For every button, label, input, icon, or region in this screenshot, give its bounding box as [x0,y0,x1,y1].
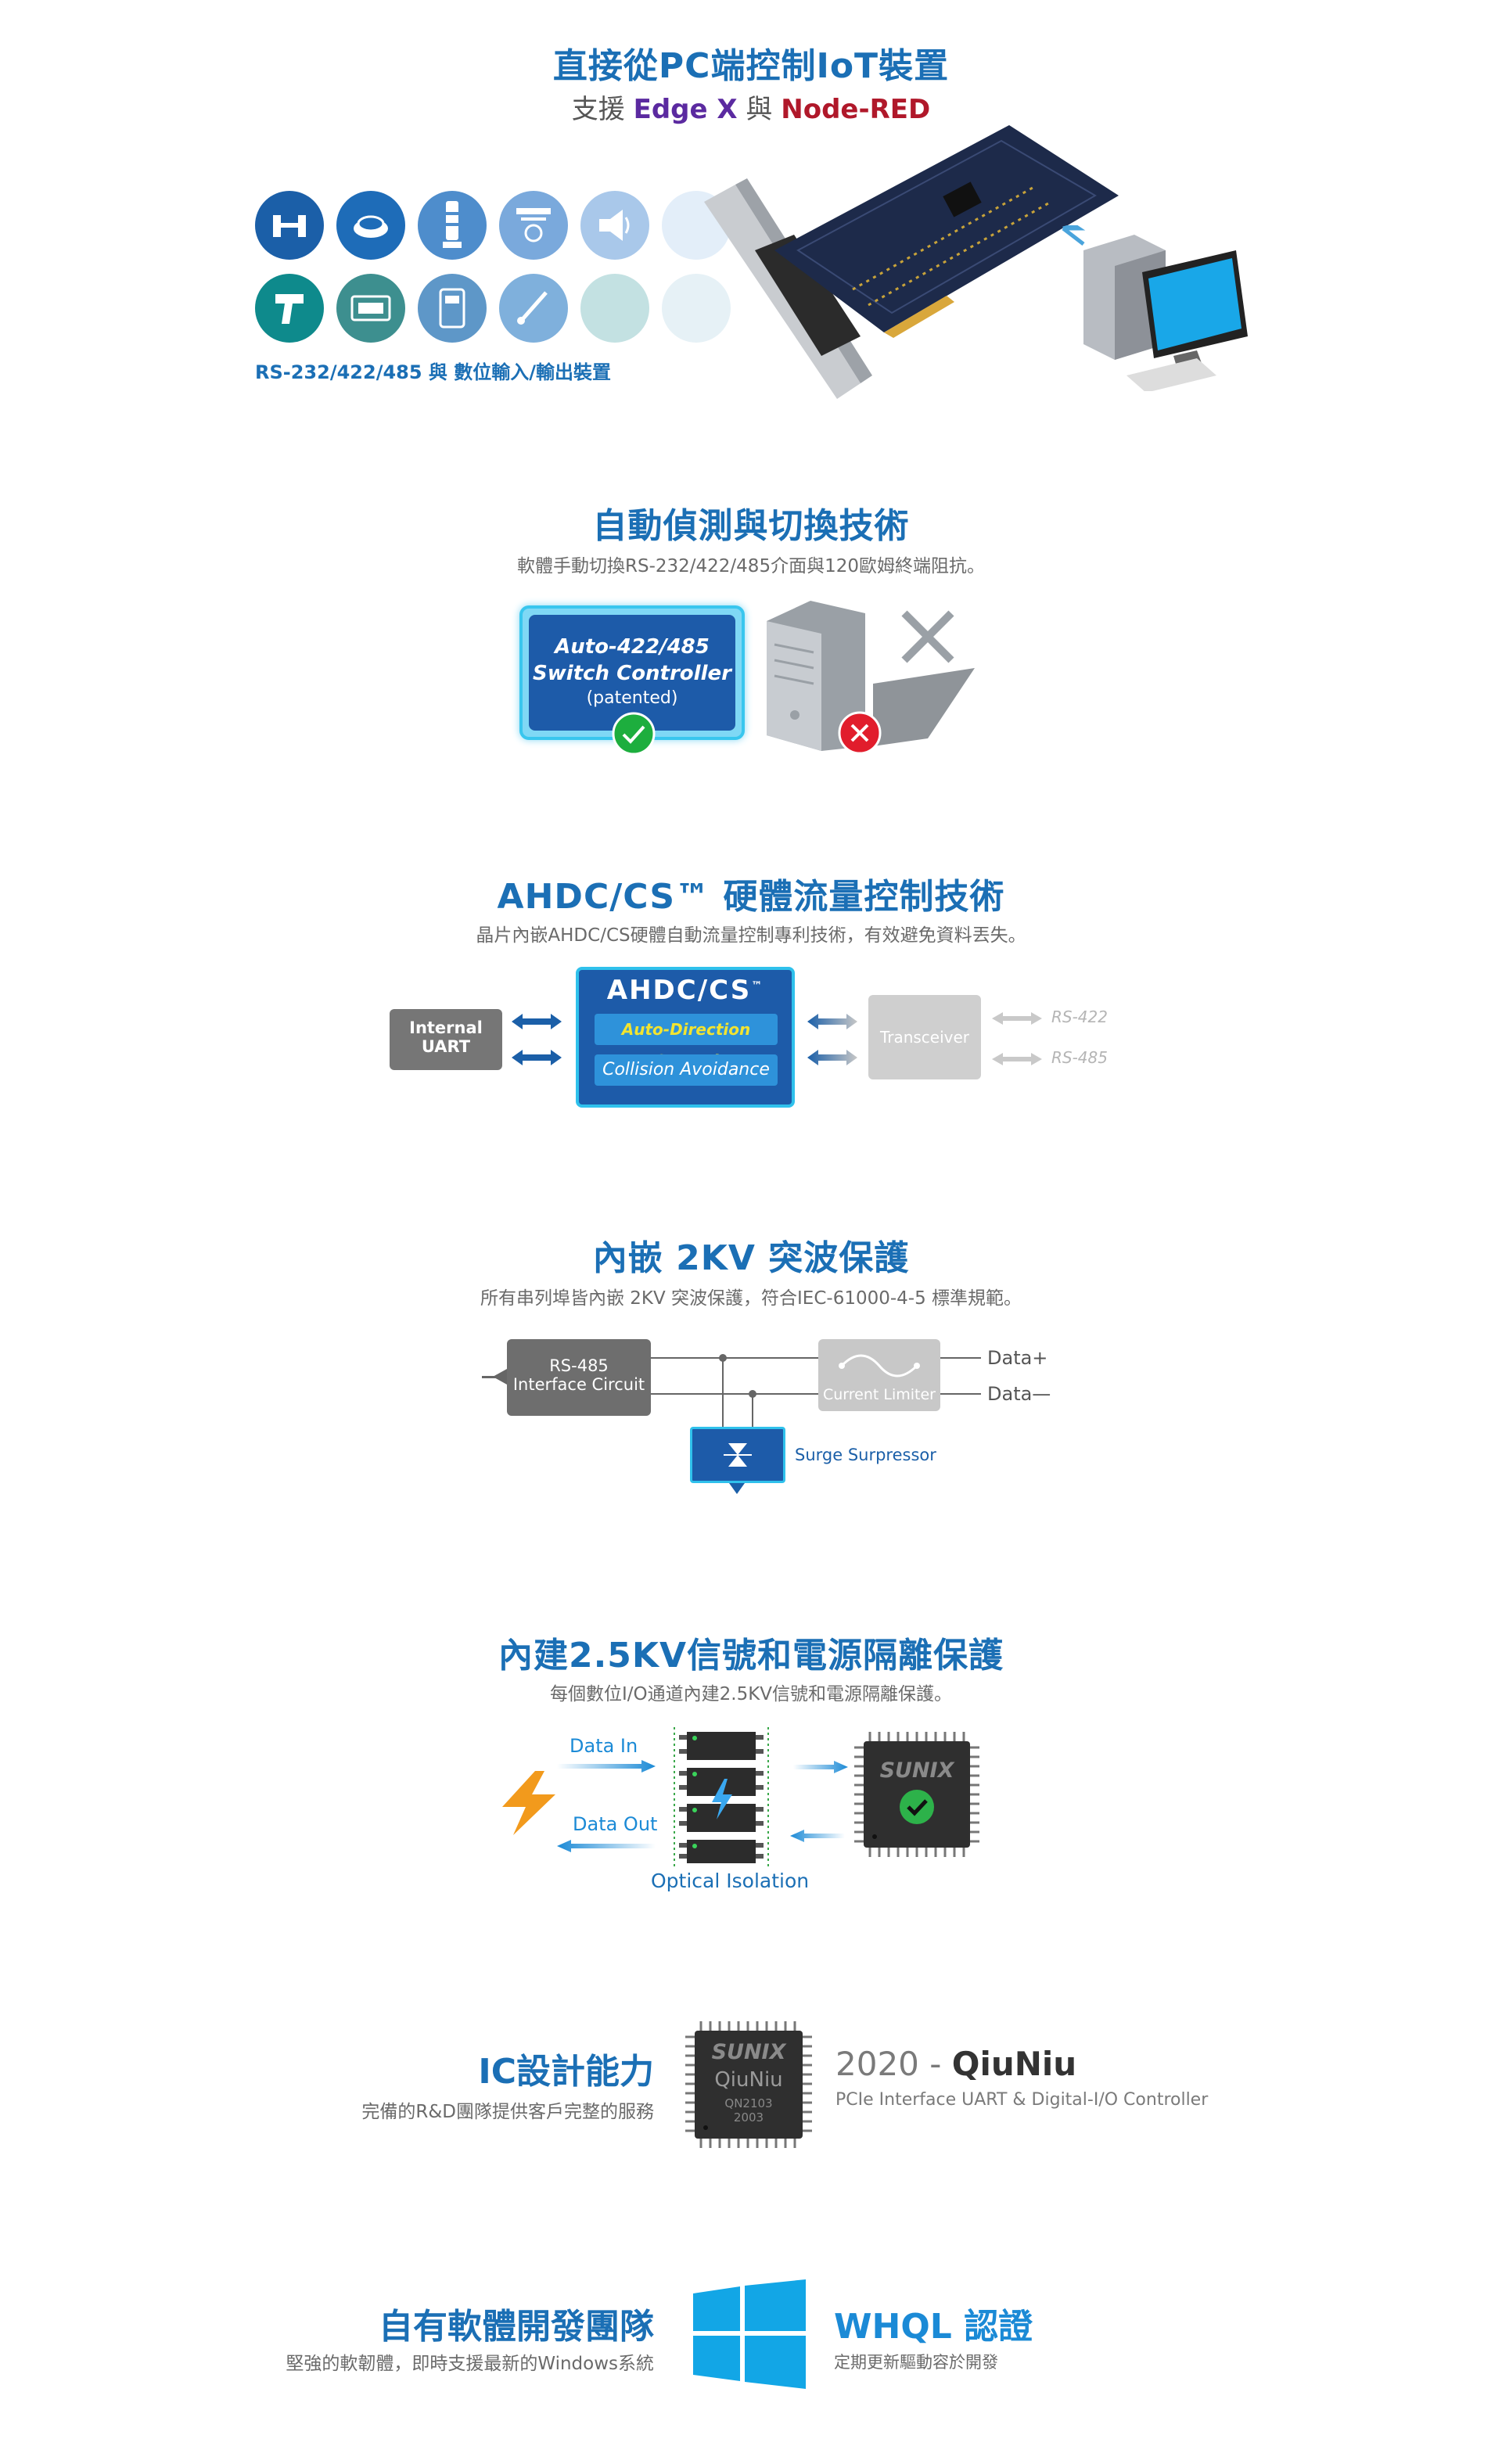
section-title: 直接從PC端控制IoT裝置 [552,46,950,86]
section-subtitle: 完備的R&D團隊提供客戶完整的服務 [361,2102,654,2122]
section-title: 內建2.5KV信號和電源隔離保護 [498,1636,1004,1676]
rs485-interface-box: RS-485 Interface Circuit [507,1339,651,1416]
bidirectional-arrow-icon [512,1014,562,1065]
check-icon [612,712,656,756]
section-subtitle: 每個數位I/O通道內建2.5KV信號和電源隔離保護。 [549,1684,953,1704]
arrow-icon [1062,225,1086,246]
section-subtitle: 晶片內嵌AHDC/CS硬體自動流量控制專利技術，有效避免資料丟失。 [476,925,1026,946]
surge-suppressor-box [690,1427,785,1483]
year-product-heading: 2020 - QiuNiu [835,2045,1077,2083]
power-meter-icon [336,274,405,343]
section-title: 自動偵測與切換技術 [592,506,910,546]
data-in-label: Data In [570,1735,638,1757]
section-title: 內嵌 2KV 突波保護 [592,1238,910,1278]
windows-logo-icon [693,2279,806,2389]
manual-switch-image [767,601,975,751]
section-title: AHDC/CS™ 硬體流量控制技術 [497,877,1005,917]
data-in-arrow [557,1760,656,1773]
auto-direction-control-label: Auto-Direction Control [595,1014,778,1070]
data-plus-label: Data+ [987,1347,1048,1369]
section-subtitle: 所有串列埠皆內嵌 2KV 突波保護，符合IEC-61000-4-5 標準規範。 [480,1288,1022,1309]
arrow-right-icon [793,1761,848,1773]
pos-terminal-icon [418,274,487,343]
surge-suppressor-label: Surge Surpressor [795,1446,936,1464]
whql-title: WHQL 認證 [834,2307,1033,2347]
optical-isolator-chips [674,1727,769,1866]
handheld-scanner-icon [255,274,324,343]
qiuniu-chip: SUNIX QiuNiu QN2103 2003 [685,2021,812,2148]
blank-icon [662,274,731,343]
ahdc-chip: AHDC/CS™ Auto-Direction Control Collisio… [576,967,795,1108]
speaker-icon [580,191,649,260]
collision-avoidance-label: Collision Avoidance [595,1054,778,1086]
output-arrow-line [482,1376,507,1378]
data-out-arrow [557,1840,656,1852]
pcie-card-image [704,125,1119,399]
sensor-probe-icon [499,274,568,343]
optical-isolation-label: Optical Isolation [651,1870,810,1892]
blank-icon [580,274,649,343]
desktop-pc-image [1083,235,1248,391]
product-description: PCIe Interface UART & Digital-I/O Contro… [835,2090,1209,2110]
fire-alarm-icon [499,191,568,260]
section-title: IC設計能力 [478,2052,654,2092]
bidirectional-arrow-icon [992,1012,1042,1065]
section-subtitle: 堅強的軟韌體，即時支援最新的Windows系統 [286,2354,654,2374]
whql-subtitle: 定期更新驅動容於開發 [834,2353,998,2372]
signal-tower-icon [418,191,487,260]
section-subtitle: 軟體手動切換RS-232/422/485介面與120歐姆終端阻抗。 [517,556,985,576]
section-subtitle: 支援 Edge X 與 Node-RED [571,94,931,125]
current-limiter-box: Current Limiter [818,1339,940,1411]
bidirectional-arrow-icon [807,1014,857,1065]
internal-uart-box: Internal UART [390,1009,502,1070]
section-title: 自有軟體開發團隊 [379,2307,654,2347]
devices-caption: RS-232/422/485 與 數位輸入/輸出裝置 [255,361,612,383]
data-out-label: Data Out [573,1813,658,1835]
barcode-scanner-icon [255,191,324,260]
nodered-label: Node-RED [781,94,931,125]
weighing-scale-icon [336,191,405,260]
transceiver-box: Transceiver [868,995,981,1079]
lightning-icon [502,1771,555,1835]
data-minus-label: Data— [987,1383,1051,1405]
rs485-label: RS-485 [1051,1048,1108,1067]
cross-icon [838,711,882,755]
rs422-label: RS-422 [1051,1008,1108,1026]
edgex-label: Edge X [633,94,738,125]
sunix-chip: SUNIX [854,1732,979,1857]
arrow-left-icon [790,1830,845,1842]
